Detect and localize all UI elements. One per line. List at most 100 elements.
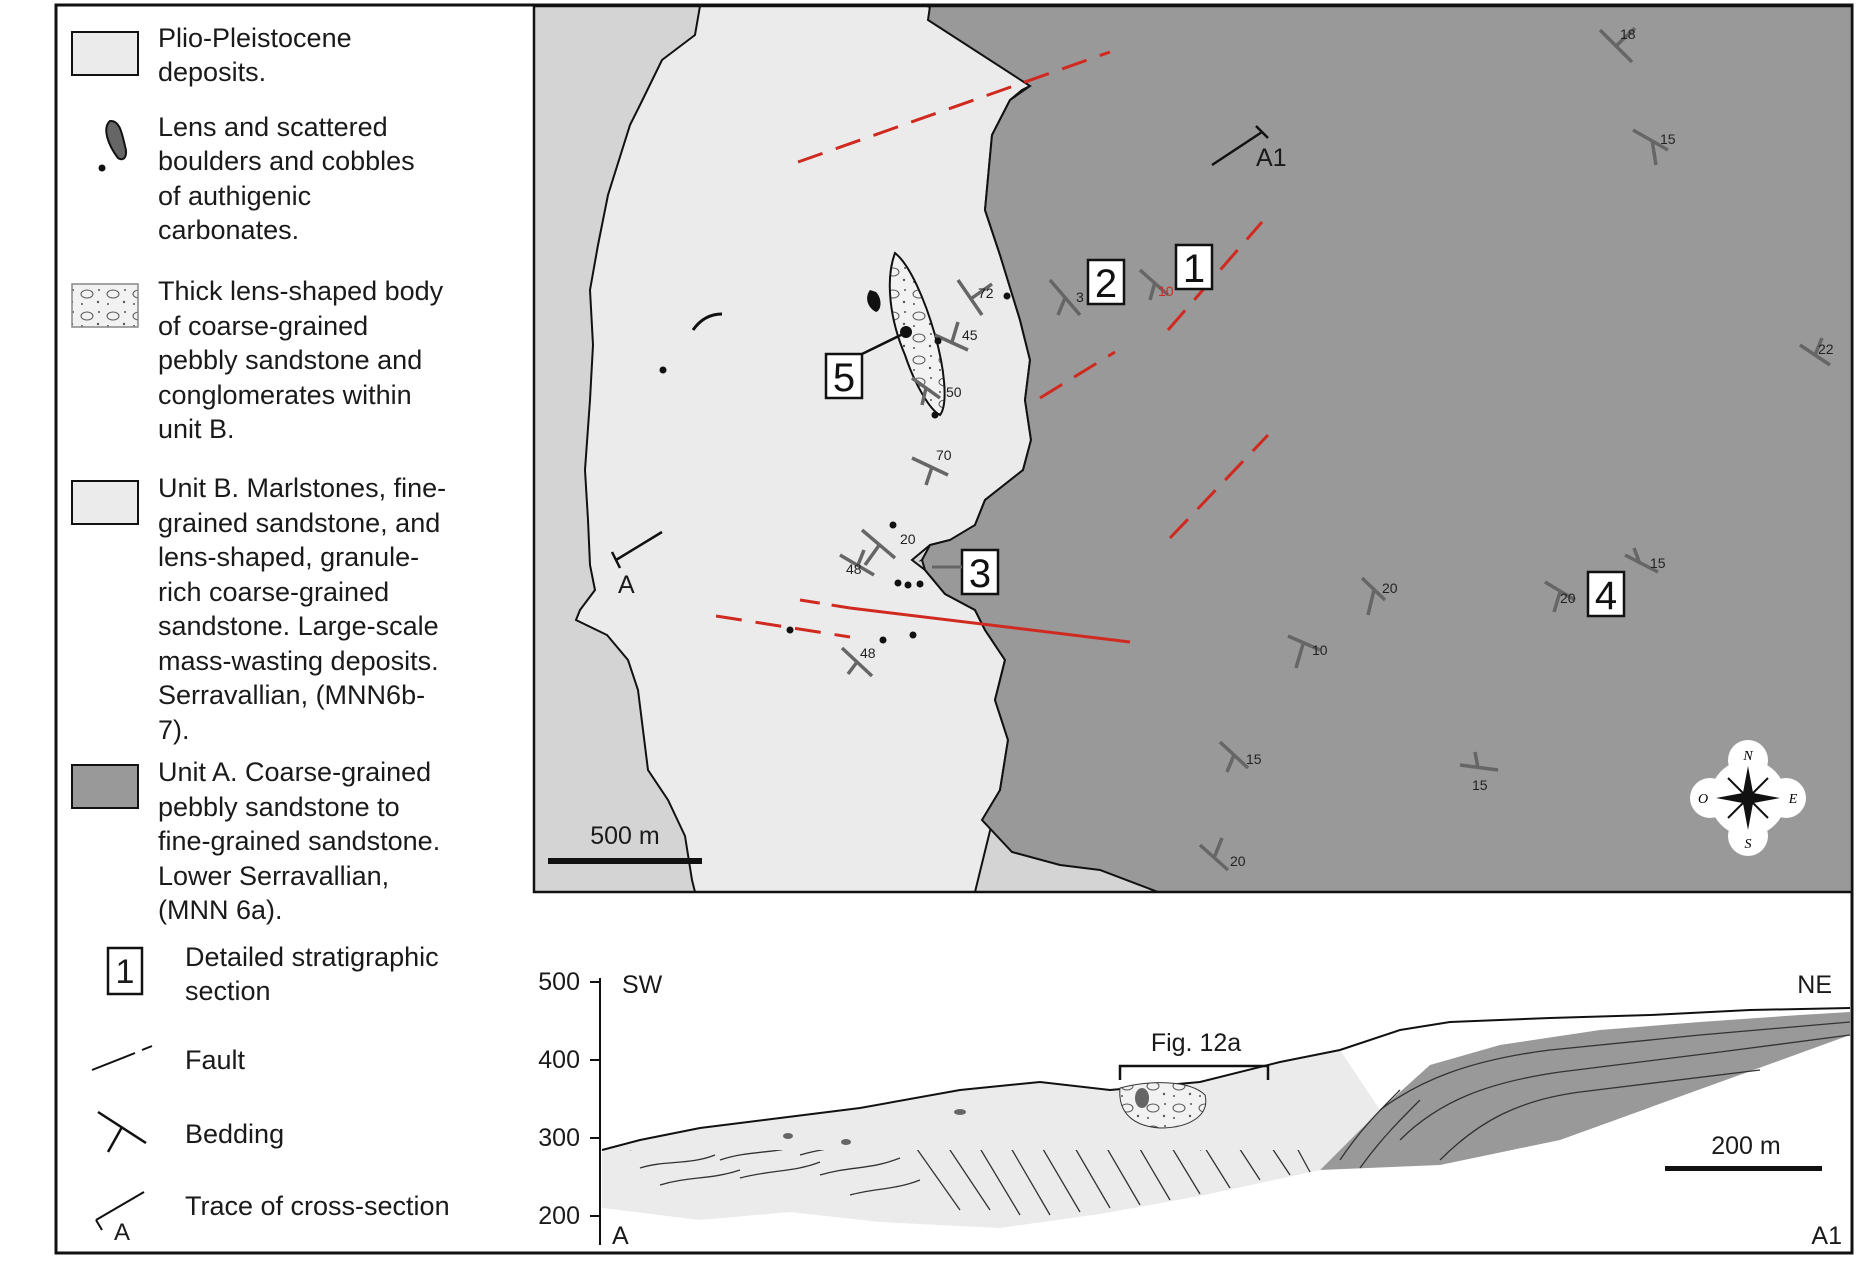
dip-label-20c: 20	[1560, 590, 1576, 606]
svg-text:Serravallian, (MNN6b-: Serravallian, (MNN6b-	[158, 680, 425, 710]
svg-text:conglomerates within: conglomerates within	[158, 380, 412, 410]
legend-bedding-symbol	[97, 1110, 147, 1153]
dip-label-70: 70	[936, 447, 952, 463]
bedding-10red	[1138, 268, 1170, 301]
legend-unitb-line-3: lens-shaped, granule-	[158, 542, 419, 572]
dip-label-22: 22	[1818, 341, 1834, 357]
y-tick-200: 200	[538, 1202, 580, 1230]
dip-label-48a: 48	[846, 561, 862, 577]
section-num-3: 3	[969, 552, 991, 596]
legend-unitb-line-8: 7).	[158, 715, 190, 745]
section-lens-blob	[841, 1139, 851, 1145]
svg-text:of authigenic: of authigenic	[158, 181, 311, 211]
legend-lens-symbol	[105, 120, 128, 161]
svg-text:pebbly sandstone and: pebbly sandstone and	[158, 345, 422, 375]
section-box-1	[1174, 243, 1214, 291]
map-frame	[532, 4, 1854, 894]
dip-label-45: 45	[962, 327, 978, 343]
bedding-72	[956, 279, 994, 316]
map-faults	[715, 50, 1270, 644]
section-lens-blob	[954, 1109, 966, 1115]
legend-section-line-2: section	[185, 976, 271, 1006]
bedding-18	[1598, 26, 1637, 64]
label-ne: NE	[1797, 971, 1832, 999]
cobble	[659, 366, 667, 374]
fault-south-east	[1168, 433, 1270, 540]
map-scale-label: 500 m	[590, 822, 659, 850]
map-unit-a	[920, 6, 1852, 892]
y-tick-500: 500	[538, 968, 580, 996]
cobble	[904, 581, 912, 589]
legend-unitb-line-1: Unit B. Marlstones, fine-	[158, 473, 446, 503]
bedding-22	[1799, 337, 1831, 367]
svg-text:Bedding: Bedding	[185, 1119, 284, 1149]
legend-lens-line-1: Lens and scattered	[158, 112, 388, 142]
legend-section-line-1: Detailed stratigraphic	[185, 942, 439, 972]
legend-unitb-line-4: rich coarse-grained	[158, 577, 389, 607]
dip-label-15b: 15	[1650, 555, 1666, 571]
trace-a-label: A	[618, 571, 635, 599]
geological-map: A A1 18 15 22	[534, 6, 1852, 892]
section-num-1: 1	[1183, 247, 1205, 291]
bedding-70	[911, 456, 949, 486]
svg-text:of coarse-grained: of coarse-grained	[158, 311, 368, 341]
cross-section: 500 400 300 200 SW NE A A1	[538, 968, 1851, 1250]
legend-unitb-line-6: mass-wasting deposits.	[158, 646, 439, 676]
section-unit-b	[602, 1050, 1380, 1228]
bedding-20c	[1544, 580, 1576, 613]
cobble	[931, 411, 939, 419]
dip-label-20a: 20	[900, 531, 916, 547]
section-num-4: 4	[1595, 574, 1617, 618]
section-5-leader	[861, 331, 906, 356]
cobble	[916, 580, 924, 588]
legend-section-num: 1	[116, 953, 135, 991]
fault-central-1	[1166, 221, 1264, 331]
bedding-20b	[1360, 576, 1387, 616]
legend-thick-line-1: Thick lens-shaped body	[158, 276, 444, 306]
bedding-20a	[860, 528, 897, 567]
legend-thick-line-5: unit B.	[158, 414, 235, 444]
section-scale-label: 200 m	[1711, 1132, 1780, 1160]
cobble	[894, 579, 902, 587]
legend-thick-line-3: pebbly sandstone and	[158, 345, 422, 375]
legend-unita-line-1: Unit A. Coarse-grained	[158, 757, 431, 787]
section-lens-blob	[1135, 1088, 1149, 1108]
legend-fault-symbol	[91, 1045, 153, 1071]
svg-text:grained sandstone, and: grained sandstone, and	[158, 508, 440, 538]
svg-text:Detailed stratigraphic: Detailed stratigraphic	[185, 942, 439, 972]
bedding-15a	[1632, 128, 1669, 166]
section-scale-bar	[1665, 1166, 1822, 1171]
cobble	[889, 521, 897, 529]
section-box-2	[1086, 258, 1126, 306]
bedding-48b	[840, 646, 874, 678]
dip-label-15c: 15	[1246, 751, 1262, 767]
svg-text:7).: 7).	[158, 715, 190, 745]
dip-label-15a: 15	[1660, 131, 1676, 147]
cobble	[1003, 292, 1011, 300]
section-box-5	[824, 352, 864, 400]
legend-lens-line-2: boulders and cobbles	[158, 146, 415, 176]
svg-text:Thick lens-shaped body: Thick lens-shaped body	[158, 276, 444, 306]
trace-a1-end	[1211, 125, 1269, 167]
legend-swatch-pebbly	[71, 283, 139, 328]
dip-label-48b: 48	[860, 645, 876, 661]
dip-label-72: 72	[978, 285, 994, 301]
legend-cobble-dot	[98, 164, 106, 172]
bedding-20d	[1198, 837, 1230, 872]
map-scale-bar	[548, 858, 702, 864]
trace-a1-label: A1	[1256, 144, 1287, 172]
legend-thick-line-2: of coarse-grained	[158, 311, 368, 341]
svg-text:mass-wasting deposits.: mass-wasting deposits.	[158, 646, 439, 676]
section-lens-blob	[783, 1133, 793, 1139]
svg-text:deposits.: deposits.	[158, 57, 266, 87]
bedding-50	[910, 376, 942, 406]
svg-text:Unit A. Coarse-grained: Unit A. Coarse-grained	[158, 757, 431, 787]
dip-label-10red: 10	[1158, 283, 1174, 299]
legend: Plio-Pleistocene deposits. Lens and scat…	[71, 23, 450, 1246]
legend-fault-label: Fault	[185, 1045, 246, 1075]
legend-unitb-line-7: Serravallian, (MNN6b-	[158, 680, 425, 710]
map-pebbly-body	[888, 251, 946, 417]
svg-text:Lens and scattered: Lens and scattered	[158, 112, 388, 142]
legend-swatch-unit-b	[71, 480, 139, 525]
